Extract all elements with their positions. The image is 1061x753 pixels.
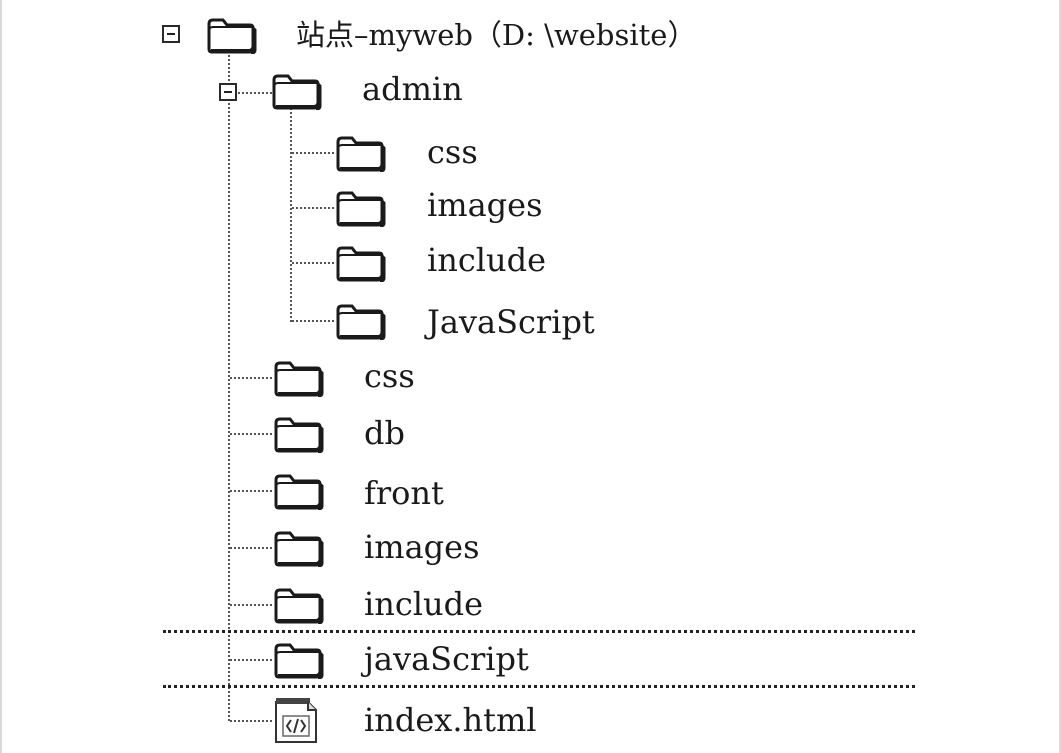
tree-connector-h <box>292 207 334 209</box>
row-separator-top <box>163 630 915 633</box>
collapse-admin-toggle[interactable] <box>219 83 237 101</box>
html-file-icon[interactable] <box>272 696 320 746</box>
folder-icon[interactable] <box>272 470 324 510</box>
folder-open-icon[interactable] <box>205 14 257 54</box>
tree-item-include[interactable]: include <box>364 585 484 623</box>
tree-item-admin[interactable]: admin <box>362 70 463 108</box>
tree-item-images[interactable]: images <box>364 528 480 566</box>
tree-item-admin-images[interactable]: images <box>427 186 543 224</box>
tree-item-front[interactable]: front <box>364 474 444 512</box>
tree-connector-h <box>230 377 272 379</box>
collapse-root-toggle[interactable] <box>162 25 180 43</box>
tree-connector-h <box>230 547 272 549</box>
panel-border-right <box>1059 0 1061 753</box>
tree-item-index-html[interactable]: index.html <box>364 701 537 739</box>
tree-item-javascript[interactable]: javaScript <box>364 640 529 678</box>
tree-item-admin-css[interactable]: css <box>427 133 478 171</box>
folder-icon[interactable] <box>270 70 322 110</box>
folder-icon[interactable] <box>272 527 324 567</box>
folder-icon[interactable] <box>334 132 386 172</box>
tree-item-admin-include[interactable]: include <box>427 241 547 279</box>
folder-icon[interactable] <box>334 187 386 227</box>
tree-item-admin-javascript[interactable]: JavaScript <box>427 303 595 341</box>
tree-connector-root <box>228 55 230 721</box>
panel-border-left <box>0 0 2 753</box>
tree-connector-h <box>230 490 272 492</box>
folder-icon[interactable] <box>272 357 324 397</box>
folder-icon[interactable] <box>272 639 324 679</box>
tree-connector-h <box>230 720 272 722</box>
folder-icon[interactable] <box>334 300 386 340</box>
tree-root-label[interactable]: 站点–myweb（D: \website） <box>296 18 697 52</box>
tree-item-db[interactable]: db <box>364 414 405 452</box>
row-separator-bottom <box>163 685 915 688</box>
tree-connector-h <box>238 92 272 94</box>
folder-icon[interactable] <box>334 242 386 282</box>
tree-connector-admin <box>290 108 292 322</box>
folder-icon[interactable] <box>272 413 324 453</box>
folder-icon[interactable] <box>272 584 324 624</box>
tree-connector-h <box>230 659 272 661</box>
tree-connector-h <box>292 320 334 322</box>
tree-connector-h <box>230 433 272 435</box>
tree-item-css[interactable]: css <box>364 357 415 395</box>
tree-connector-h <box>292 152 334 154</box>
tree-connector-h <box>292 262 334 264</box>
tree-connector-h <box>230 604 272 606</box>
